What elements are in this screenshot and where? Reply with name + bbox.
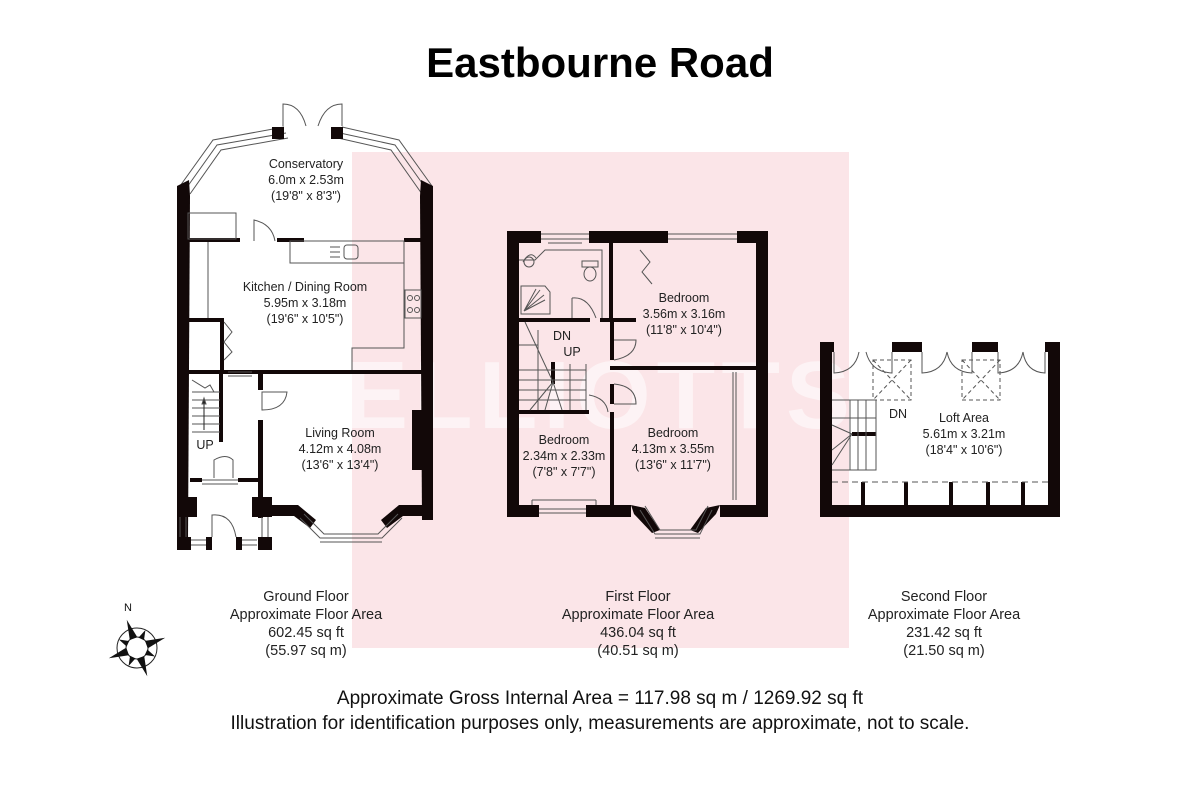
- ground-floor-caption: Ground Floor Approximate Floor Area 602.…: [206, 588, 406, 660]
- stair-label-down: DN: [553, 329, 571, 343]
- kitchen-worktop: [289, 240, 405, 264]
- room-name: Living Room: [305, 426, 374, 440]
- room-dimensions-metric: 5.61m x 3.21m: [923, 427, 1006, 441]
- french-door: [282, 103, 343, 127]
- floor-area-sqft: 436.04 sq ft: [600, 625, 676, 641]
- room-name: Loft Area: [939, 411, 989, 425]
- door-swing: [613, 339, 637, 361]
- floor-area-sqm: (55.97 sq m): [265, 643, 347, 659]
- compass-north-label: N: [124, 602, 132, 614]
- dormer-opening: [946, 351, 973, 374]
- dormer-opening: [921, 351, 948, 374]
- room-dimensions-imperial: (19'8" x 8'3"): [271, 189, 341, 203]
- sink-drainer: [330, 246, 340, 258]
- room-dimensions-metric: 5.95m x 3.18m: [264, 296, 347, 310]
- bifold-door: [223, 321, 233, 361]
- bathroom-fixtures: [519, 249, 603, 319]
- room-labels: Conservatory 6.0m x 2.53m (19'8" x 8'3")…: [196, 157, 1005, 479]
- page-title: Eastbourne Road: [426, 39, 774, 86]
- bay-window: [639, 505, 713, 539]
- gross-internal-area: Approximate Gross Internal Area = 117.98…: [336, 688, 864, 709]
- door-swing: [213, 456, 234, 478]
- first-floor-walls: [507, 231, 768, 533]
- toilet-cistern: [581, 260, 599, 268]
- floor-area-label: Approximate Floor Area: [867, 607, 1021, 623]
- toilet-icon: [583, 266, 597, 282]
- door-swing: [253, 219, 276, 242]
- floor-area-label: Approximate Floor Area: [229, 607, 383, 623]
- second-floor-plan: [820, 342, 1060, 517]
- room-dimensions-metric: 3.56m x 3.16m: [643, 307, 726, 321]
- disclaimer: Illustration for identification purposes…: [230, 713, 970, 734]
- door-swing: [261, 391, 288, 411]
- second-floor-walls: [820, 342, 1060, 517]
- dormer-opening: [1022, 351, 1046, 374]
- sink-icon: [343, 244, 359, 260]
- door-swing: [571, 297, 597, 319]
- floor-name: Second Floor: [900, 589, 988, 605]
- room-dimensions-imperial: (11'8" x 10'4"): [646, 323, 722, 337]
- room-name: Bedroom: [648, 426, 699, 440]
- kitchen-counter: [351, 263, 405, 370]
- window: [531, 499, 597, 514]
- staircase: [831, 399, 877, 471]
- floor-area-sqft: 602.45 sq ft: [268, 625, 344, 641]
- floor-area-sqm: (40.51 sq m): [597, 643, 679, 659]
- hob-burners: [407, 295, 420, 313]
- room-dimensions-metric: 4.13m x 3.55m: [632, 442, 715, 456]
- window: [541, 233, 589, 244]
- room-name: Conservatory: [269, 157, 344, 171]
- first-floor-caption: First Floor Approximate Floor Area 436.0…: [538, 588, 738, 660]
- staircase: [191, 379, 220, 433]
- bifold-door: [639, 249, 653, 285]
- conservatory-glazing: [179, 126, 433, 195]
- ground-floor-plan: [177, 103, 433, 550]
- front-door: [211, 514, 237, 538]
- staircase: [519, 321, 587, 411]
- hob-icon: [404, 289, 422, 319]
- skylight: [872, 359, 1001, 401]
- stair-label-up: UP: [196, 438, 213, 452]
- porch-window: [179, 517, 269, 537]
- wardrobe: [732, 372, 737, 500]
- porch-window: [191, 539, 257, 546]
- room-dimensions-metric: 2.34m x 2.33m: [523, 449, 606, 463]
- shower-icon: [523, 288, 546, 312]
- room-name: Kitchen / Dining Room: [243, 280, 367, 294]
- room-dimensions-imperial: (13'6" x 13'4"): [302, 458, 379, 472]
- floor-area-label: Approximate Floor Area: [561, 607, 715, 623]
- room-dimensions-imperial: (19'6" x 10'5"): [267, 312, 344, 326]
- dormer-opening: [865, 351, 893, 374]
- compass-rose-icon: [108, 619, 166, 677]
- ground-floor-walls: [177, 127, 433, 550]
- room-dimensions-imperial: (13'6" x 11'7"): [635, 458, 711, 472]
- room-name: Bedroom: [539, 433, 590, 447]
- room-dimensions-metric: 6.0m x 2.53m: [268, 173, 344, 187]
- dormer-opening: [997, 351, 1024, 374]
- room-dimensions-metric: 4.12m x 4.08m: [299, 442, 382, 456]
- window: [228, 371, 252, 377]
- kitchen-cabinet: [187, 212, 237, 240]
- second-floor-caption: Second Floor Approximate Floor Area 231.…: [844, 588, 1044, 660]
- first-floor-plan: [507, 231, 768, 539]
- dormer-opening: [833, 351, 860, 374]
- shower-tray-icon: [520, 285, 551, 315]
- door-swing: [588, 394, 609, 413]
- room-dimensions-imperial: (18'4" x 10'6"): [926, 443, 1003, 457]
- bay-window: [299, 513, 403, 543]
- stair-label-down: DN: [889, 407, 907, 421]
- stair-label-up: UP: [563, 345, 580, 359]
- floor-area-sqm: (21.50 sq m): [903, 643, 985, 659]
- window: [668, 233, 737, 240]
- room-name: Bedroom: [659, 291, 710, 305]
- window: [202, 479, 238, 485]
- floor-name: Ground Floor: [263, 589, 349, 605]
- door-swing: [613, 383, 637, 405]
- floor-name: First Floor: [605, 589, 671, 605]
- floor-area-sqft: 231.42 sq ft: [906, 625, 982, 641]
- room-dimensions-imperial: (7'8" x 7'7"): [533, 465, 596, 479]
